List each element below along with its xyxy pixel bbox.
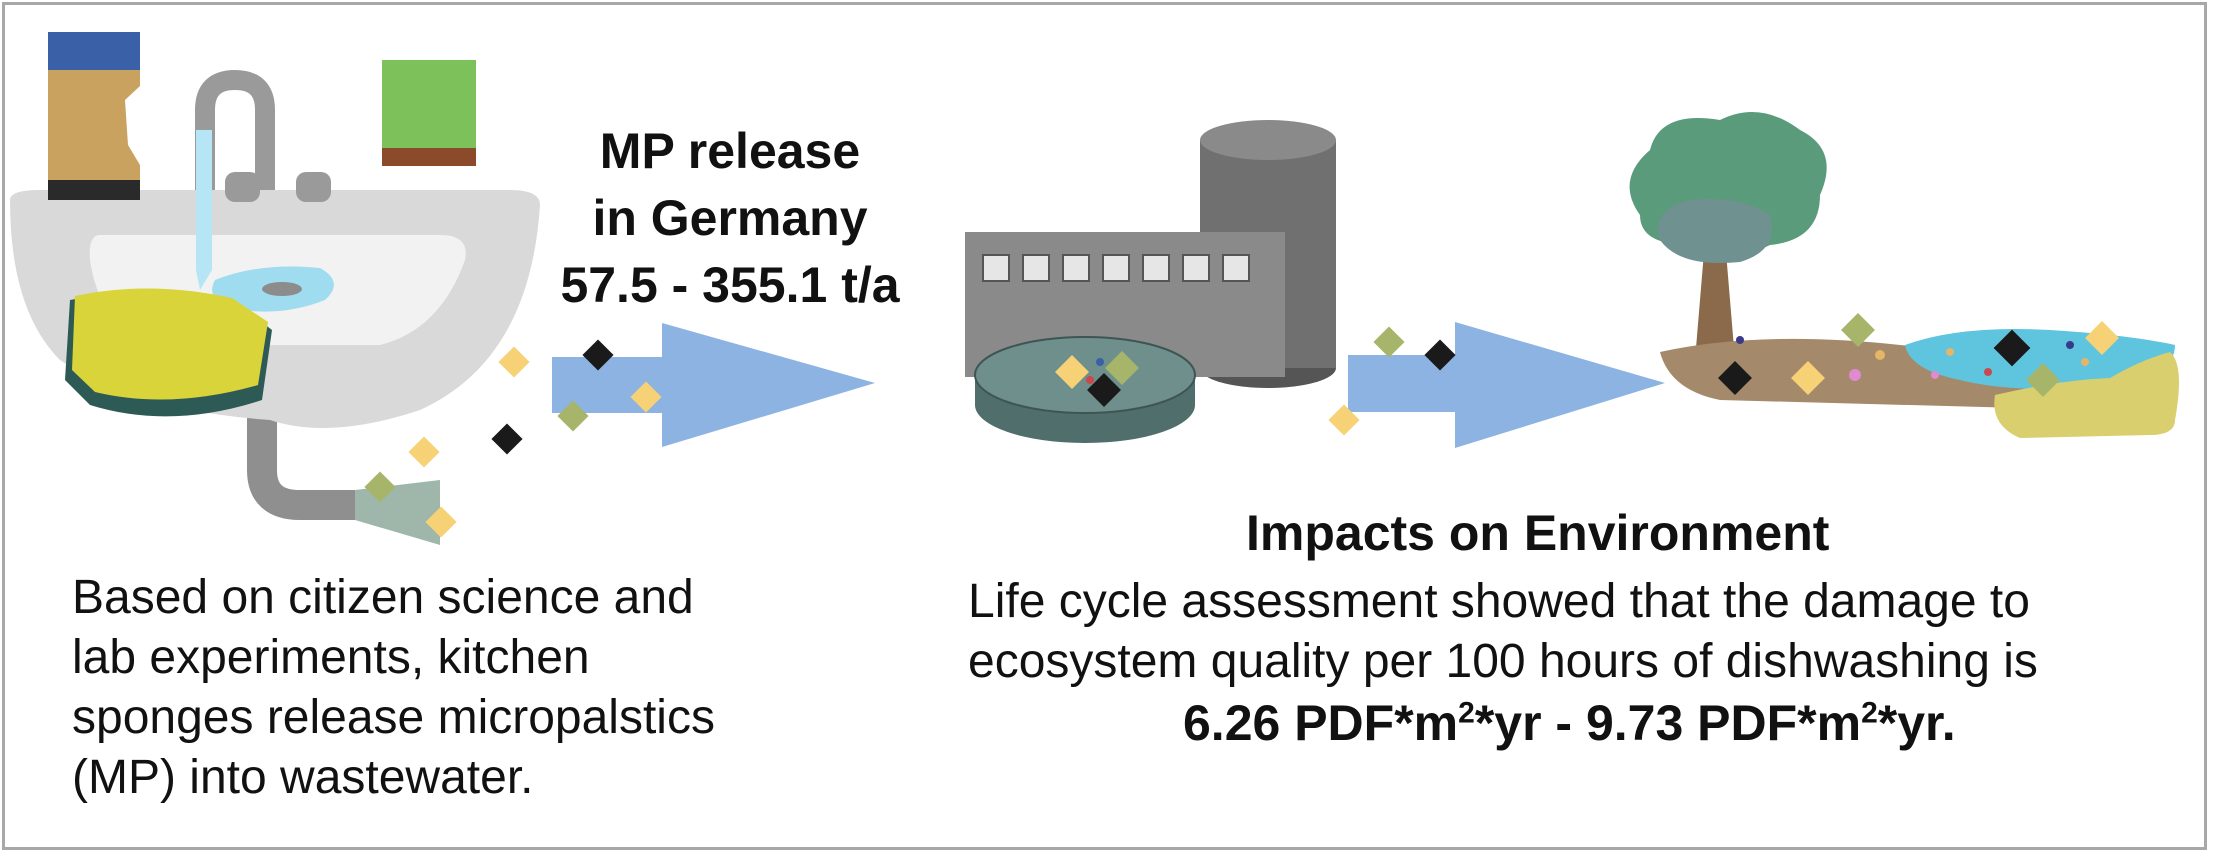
caption-line-4: (MP) into wastewater. [72,751,534,804]
mp-release-heading: MP release in Germany 57.5 - 355.1 t/a [540,118,920,319]
impacts-line-2: ecosystem quality per 100 hours of dishw… [968,635,2038,688]
impact-low-exponent: 2 [1458,696,1475,730]
flow-arrow-right [1348,322,1665,448]
caption-line-3: sponges release micropalstics [72,691,715,744]
caption-line-2: lab experiments, kitchen [72,631,590,684]
impacts-heading: Impacts on Environment [1246,505,1830,561]
mp-release-amount: 57.5 - 355.1 t/a [560,257,900,313]
impact-low-value: 6.26 PDF*m [1183,695,1459,751]
sponge-release-caption: Based on citizen science and lab experim… [72,568,852,808]
sponge-icon [48,32,476,417]
impacts-description: Life cycle assessment showed that the da… [968,572,2038,692]
impacts-line-1: Life cycle assessment showed that the da… [968,575,2030,628]
flow-arrow-left [552,323,875,447]
caption-line-1: Based on citizen science and [72,571,694,624]
environment-landscape-icon [1629,112,2179,438]
mp-release-line-1: MP release [599,123,861,179]
wastewater-plant-icon [965,120,1336,443]
impact-high-unit: *yr. [1877,695,1956,751]
impact-range-middle: *yr - 9.73 PDF*m [1474,695,1862,751]
impact-high-exponent: 2 [1861,696,1878,730]
impacts-damage-value: 6.26 PDF*m2*yr - 9.73 PDF*m2*yr. [1183,693,1956,753]
mp-release-line-2: in Germany [592,190,868,246]
